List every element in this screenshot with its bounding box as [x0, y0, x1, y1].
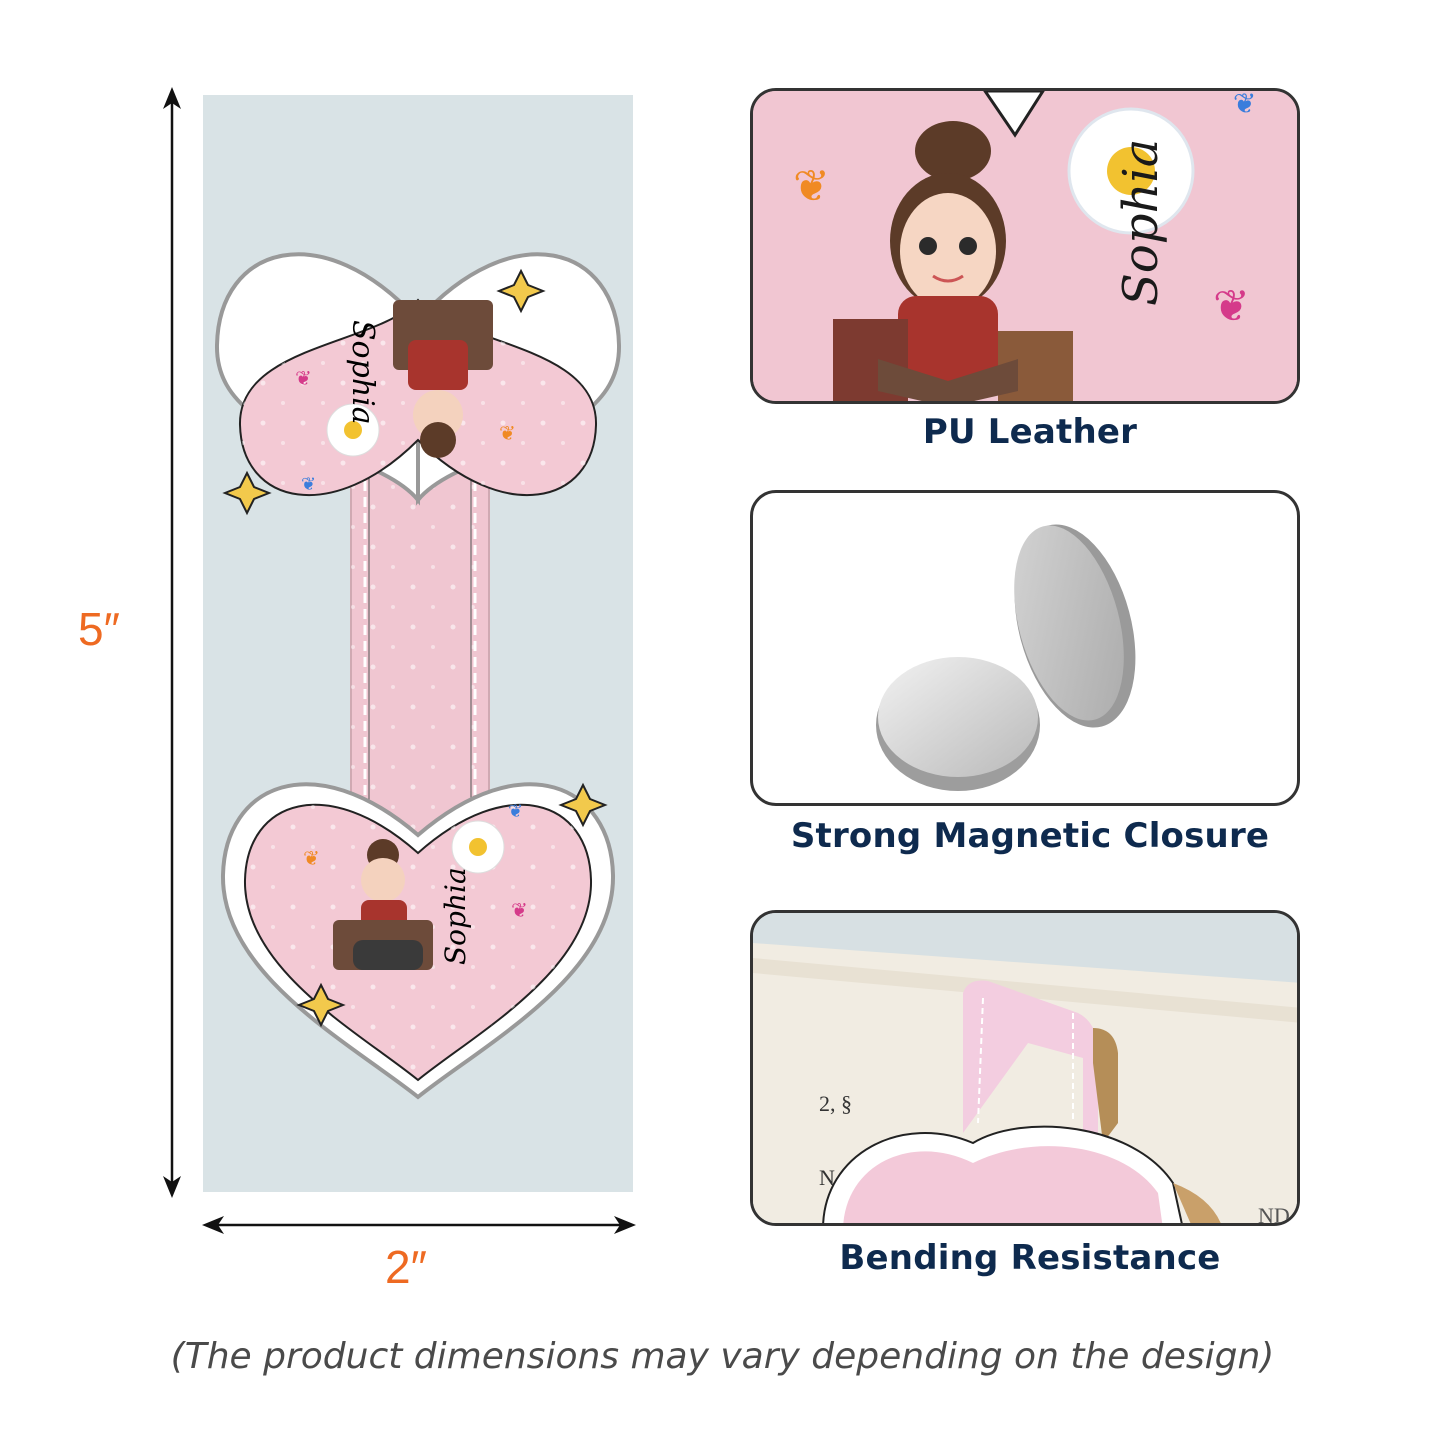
svg-text:❦: ❦ — [295, 366, 312, 390]
book-page-text-3: ND — [1258, 1203, 1290, 1226]
book-page-text-2: N — [819, 1165, 835, 1190]
top-heart: ❦ ❦ ❦ — [214, 252, 622, 516]
product-image-bookmark: ❦ ❦ ❦ Sophia ❦ ❦ ❦ Sophia — [203, 95, 633, 1192]
caption-pu-leather: PU Leather — [922, 412, 1138, 452]
svg-text:❦: ❦ — [301, 474, 316, 495]
svg-text:❦: ❦ — [508, 801, 523, 822]
top-heart-name: Sophia — [345, 320, 380, 425]
bottom-heart: ❦ ❦ ❦ — [220, 782, 616, 1100]
dimensions-disclaimer: (The product dimensions may vary dependi… — [170, 1336, 1275, 1377]
width-dimension-arrow — [202, 1216, 636, 1234]
feature-panel-magnetic-closure — [750, 490, 1300, 806]
svg-text:❦: ❦ — [1213, 281, 1250, 332]
svg-text:❦: ❦ — [303, 846, 320, 870]
svg-text:❦: ❦ — [1233, 91, 1256, 120]
width-label: 2″ — [385, 1241, 427, 1293]
height-label: 5″ — [78, 603, 120, 655]
book-page-text-1: 2, § — [819, 1091, 852, 1116]
svg-text:❦: ❦ — [499, 421, 516, 445]
feature-panel-bending-resistance: 2, § N ND — [750, 910, 1300, 1226]
caption-bending-resistance: Bending Resistance — [839, 1238, 1221, 1278]
bottom-heart-name: Sophia — [439, 867, 472, 965]
height-dimension-arrow — [163, 87, 181, 1198]
heart-bookmark-illustration: ❦ ❦ ❦ Sophia ❦ ❦ ❦ Sophia — [214, 252, 622, 1100]
caption-magnetic-closure: Strong Magnetic Closure — [790, 816, 1270, 856]
svg-text:❦: ❦ — [511, 898, 528, 922]
leather-name-text: Sophia — [1113, 138, 1169, 306]
feature-panel-pu-leather: ❦ ❦ ❦ Sophia — [750, 88, 1300, 404]
leather-closeup-image: ❦ ❦ ❦ — [753, 91, 1297, 401]
svg-text:❦: ❦ — [793, 161, 830, 212]
bookmark-on-book-image — [753, 913, 1297, 1223]
magnet-discs-image — [876, 524, 1136, 791]
